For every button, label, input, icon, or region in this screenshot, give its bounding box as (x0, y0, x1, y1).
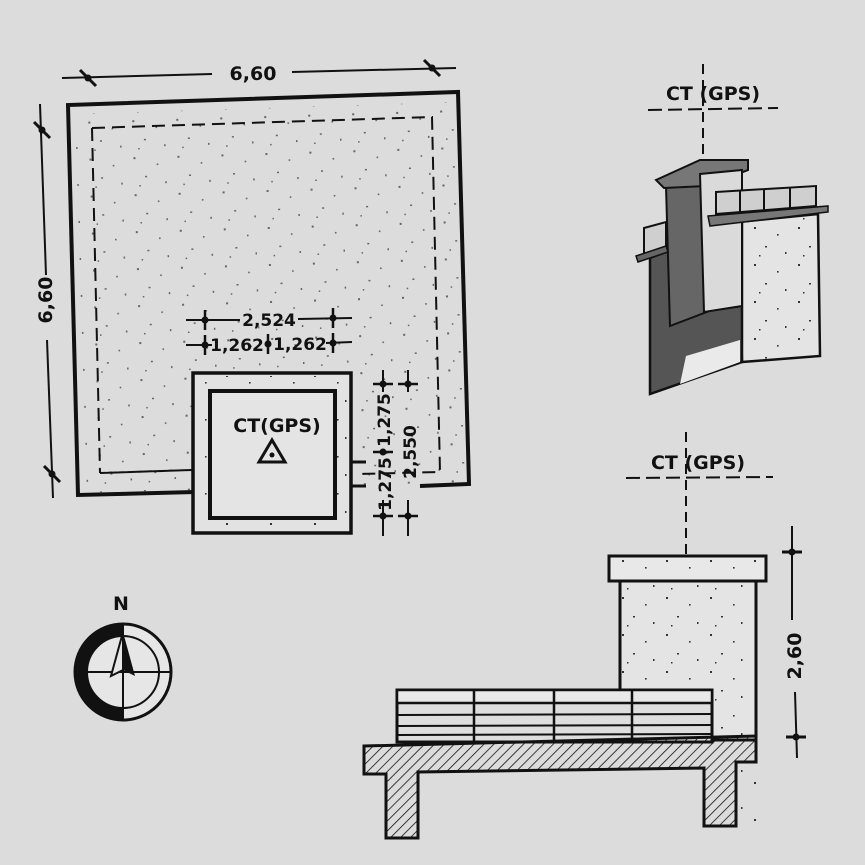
dim-pillar-horizontal (186, 308, 353, 355)
dim-width-label: 6,60 (230, 63, 277, 85)
dim-total-horizontal: 2,524 (242, 311, 296, 331)
dim-elevation-height-label: 2,60 (784, 633, 806, 680)
elevation-label: CT (GPS) (651, 452, 745, 474)
triangle-marker-icon (256, 437, 288, 464)
dim-total-vertical: 2,550 (401, 425, 421, 479)
dim-half-left: 1,262 (210, 336, 264, 356)
dim-half-bottom: 1,275 (376, 457, 396, 511)
perspective-label: CT (GPS) (666, 83, 760, 105)
perspective-view: CT (GPS) (635, 64, 829, 396)
plan-view: CT(GPS) 6,60 6,60 (32, 58, 472, 536)
dim-pillar-vertical (373, 370, 418, 536)
dim-half-top: 1,275 (375, 393, 395, 447)
dim-width (61, 58, 457, 88)
dim-height-label: 6,60 (35, 277, 57, 324)
dim-half-right: 1,262 (273, 335, 327, 355)
dim-elevation-height (782, 526, 806, 759)
elevation-view: CT (GPS) (362, 432, 806, 840)
railing (395, 688, 714, 744)
slab-section (362, 734, 758, 840)
north-arrow: N (73, 593, 173, 722)
dim-height (32, 103, 62, 499)
station-label: CT(GPS) (233, 415, 320, 437)
north-label: N (113, 593, 129, 615)
